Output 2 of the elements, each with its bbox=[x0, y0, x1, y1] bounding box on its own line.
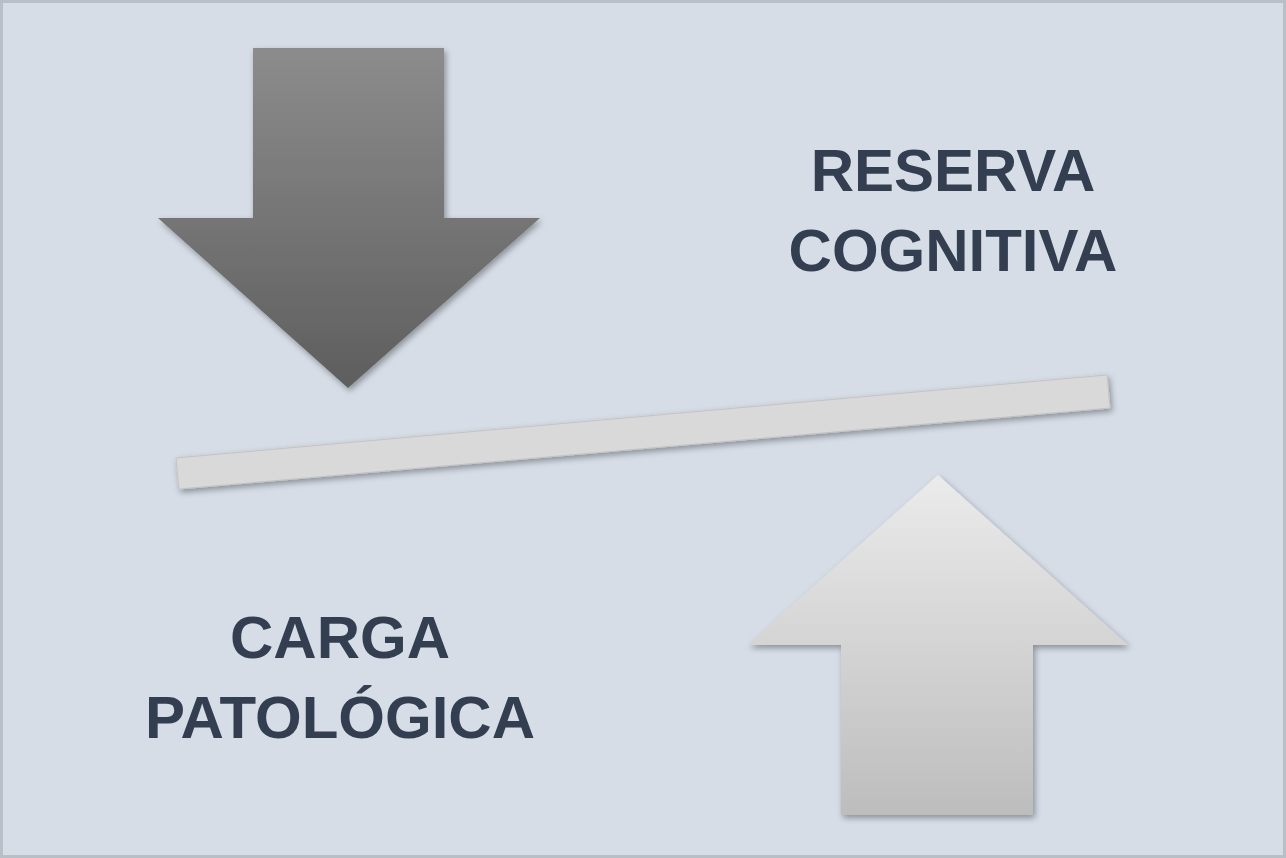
heading-label: RESERVA COGNITIVA bbox=[787, 136, 1119, 286]
heading-label: CARGA PATOLÓGICA bbox=[144, 603, 536, 753]
